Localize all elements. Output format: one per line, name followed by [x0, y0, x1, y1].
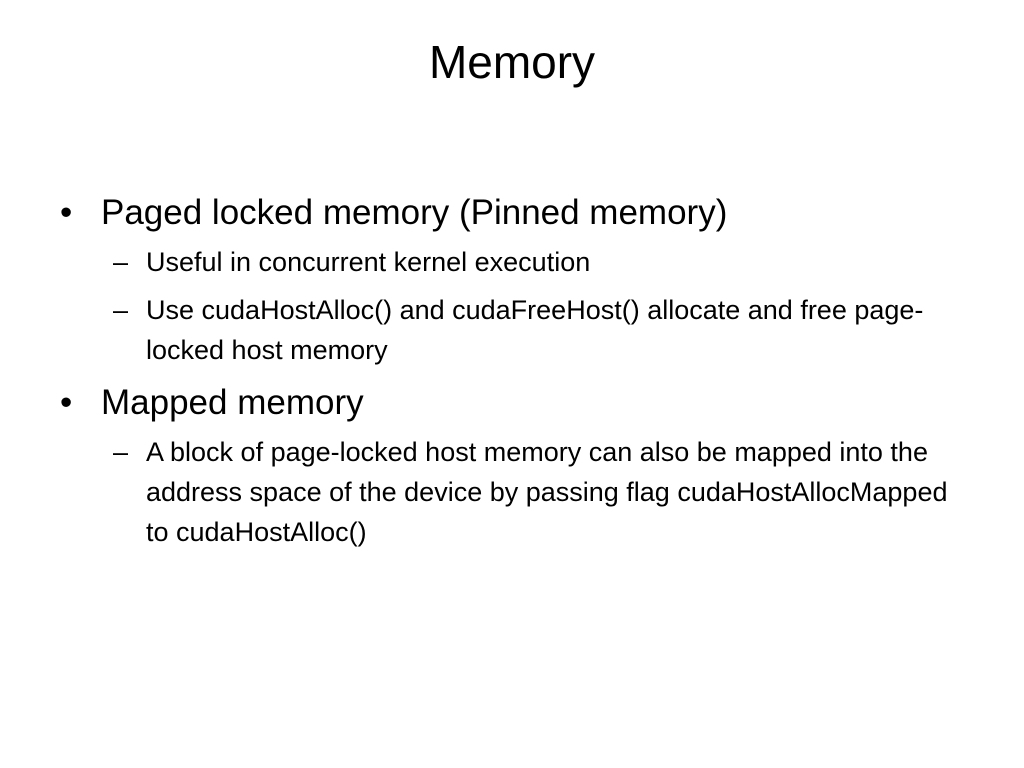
- bullet-list: • Paged locked memory (Pinned memory) – …: [60, 188, 960, 552]
- sub-bullet-text: A block of page-locked host memory can a…: [146, 437, 948, 547]
- bullet-text: Mapped memory: [101, 383, 364, 422]
- sub-bullet-list: – Useful in concurrent kernel execution …: [101, 242, 960, 370]
- sub-bullet-text: Use cudaHostAlloc() and cudaFreeHost() a…: [146, 295, 924, 365]
- bullet-item: • Paged locked memory (Pinned memory) – …: [60, 188, 960, 370]
- sub-bullet-item: – Useful in concurrent kernel execution: [101, 242, 960, 282]
- bullet-icon: •: [60, 193, 73, 232]
- bullet-icon: •: [60, 383, 73, 422]
- sub-bullet-text: Useful in concurrent kernel execution: [146, 247, 591, 277]
- dash-icon: –: [113, 437, 129, 467]
- bullet-item: • Mapped memory – A block of page-locked…: [60, 378, 960, 552]
- sub-bullet-list: – A block of page-locked host memory can…: [101, 432, 960, 552]
- dash-icon: –: [113, 295, 129, 325]
- sub-bullet-item: – A block of page-locked host memory can…: [101, 432, 960, 552]
- dash-icon: –: [113, 247, 129, 277]
- bullet-text: Paged locked memory (Pinned memory): [101, 193, 728, 232]
- sub-bullet-item: – Use cudaHostAlloc() and cudaFreeHost()…: [101, 290, 960, 370]
- slide-title: Memory: [428, 36, 596, 88]
